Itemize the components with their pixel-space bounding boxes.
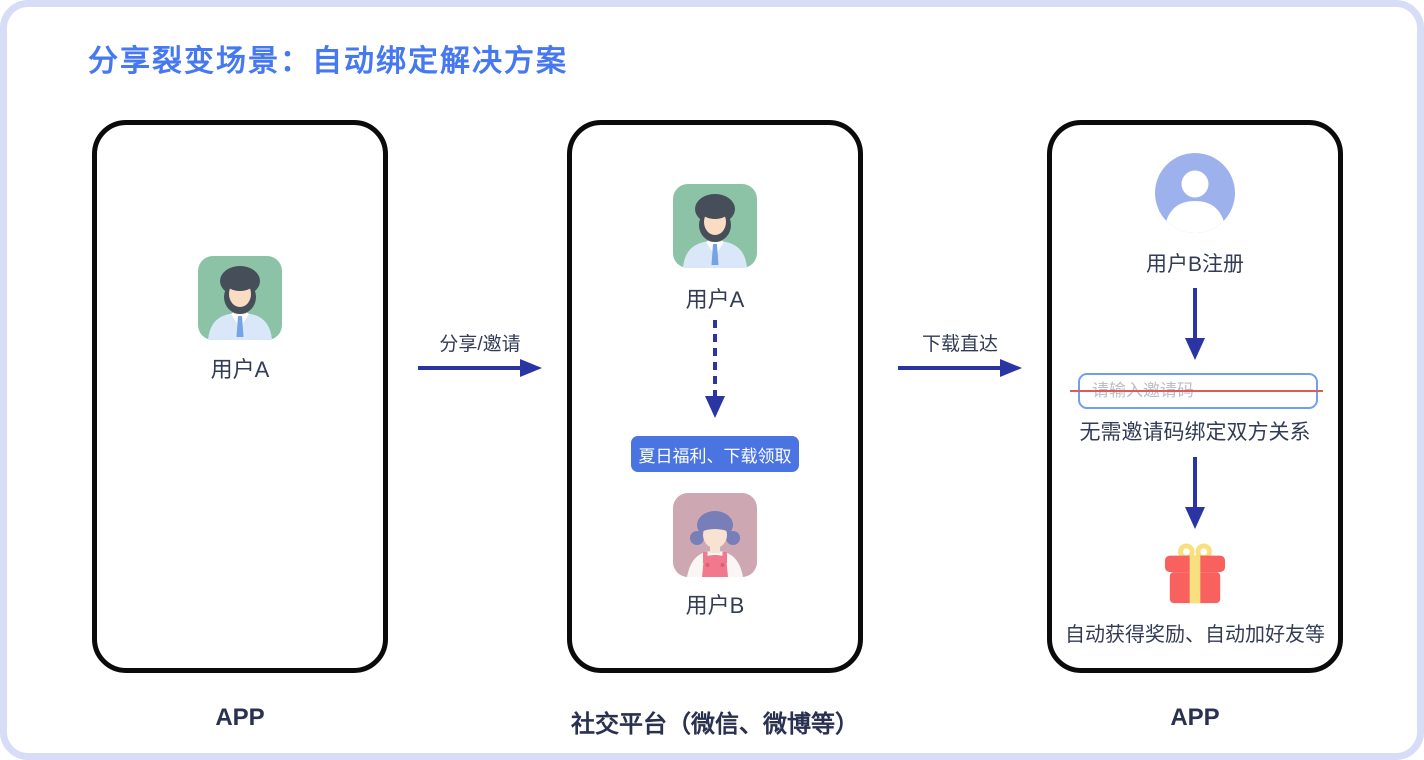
caption-app-right: APP [1170, 704, 1220, 731]
promo-download-button[interactable]: 夏日福利、下载领取 [631, 436, 799, 472]
user-a-label-left: 用户A [210, 357, 270, 382]
gift-icon [1164, 541, 1226, 609]
down-arrow-icon-2 [1185, 457, 1205, 529]
caption-social-platform: 社交平台（微信、微博等） [571, 711, 859, 738]
user-b-label-middle: 用户B [685, 593, 745, 618]
download-arrow-label: 下载直达 [921, 334, 998, 355]
user-a-label-middle: 用户A [685, 287, 745, 312]
user-a-avatar-icon [198, 256, 282, 340]
share-right-arrow-icon [418, 359, 542, 377]
dashed-down-arrow-icon [705, 320, 725, 418]
down-arrow-icon-1 [1185, 288, 1205, 360]
page-title: 分享裂变场景：自动绑定解决方案 [88, 45, 568, 78]
download-right-arrow-icon [898, 359, 1022, 377]
phone-frame-app-left [92, 120, 388, 673]
no-code-label: 无需邀请码绑定双方关系 [1079, 421, 1311, 444]
user-silhouette-icon [1155, 153, 1235, 233]
share-arrow-label: 分享/邀请 [439, 334, 521, 355]
user-b-avatar-icon [673, 493, 757, 577]
user-a-avatar-icon-middle [673, 184, 757, 268]
caption-app-left: APP [215, 704, 265, 731]
strikethrough-line [1070, 390, 1323, 392]
user-b-register-label: 用户B注册 [1145, 253, 1244, 276]
reward-label: 自动获得奖励、自动加好友等 [1065, 624, 1325, 646]
